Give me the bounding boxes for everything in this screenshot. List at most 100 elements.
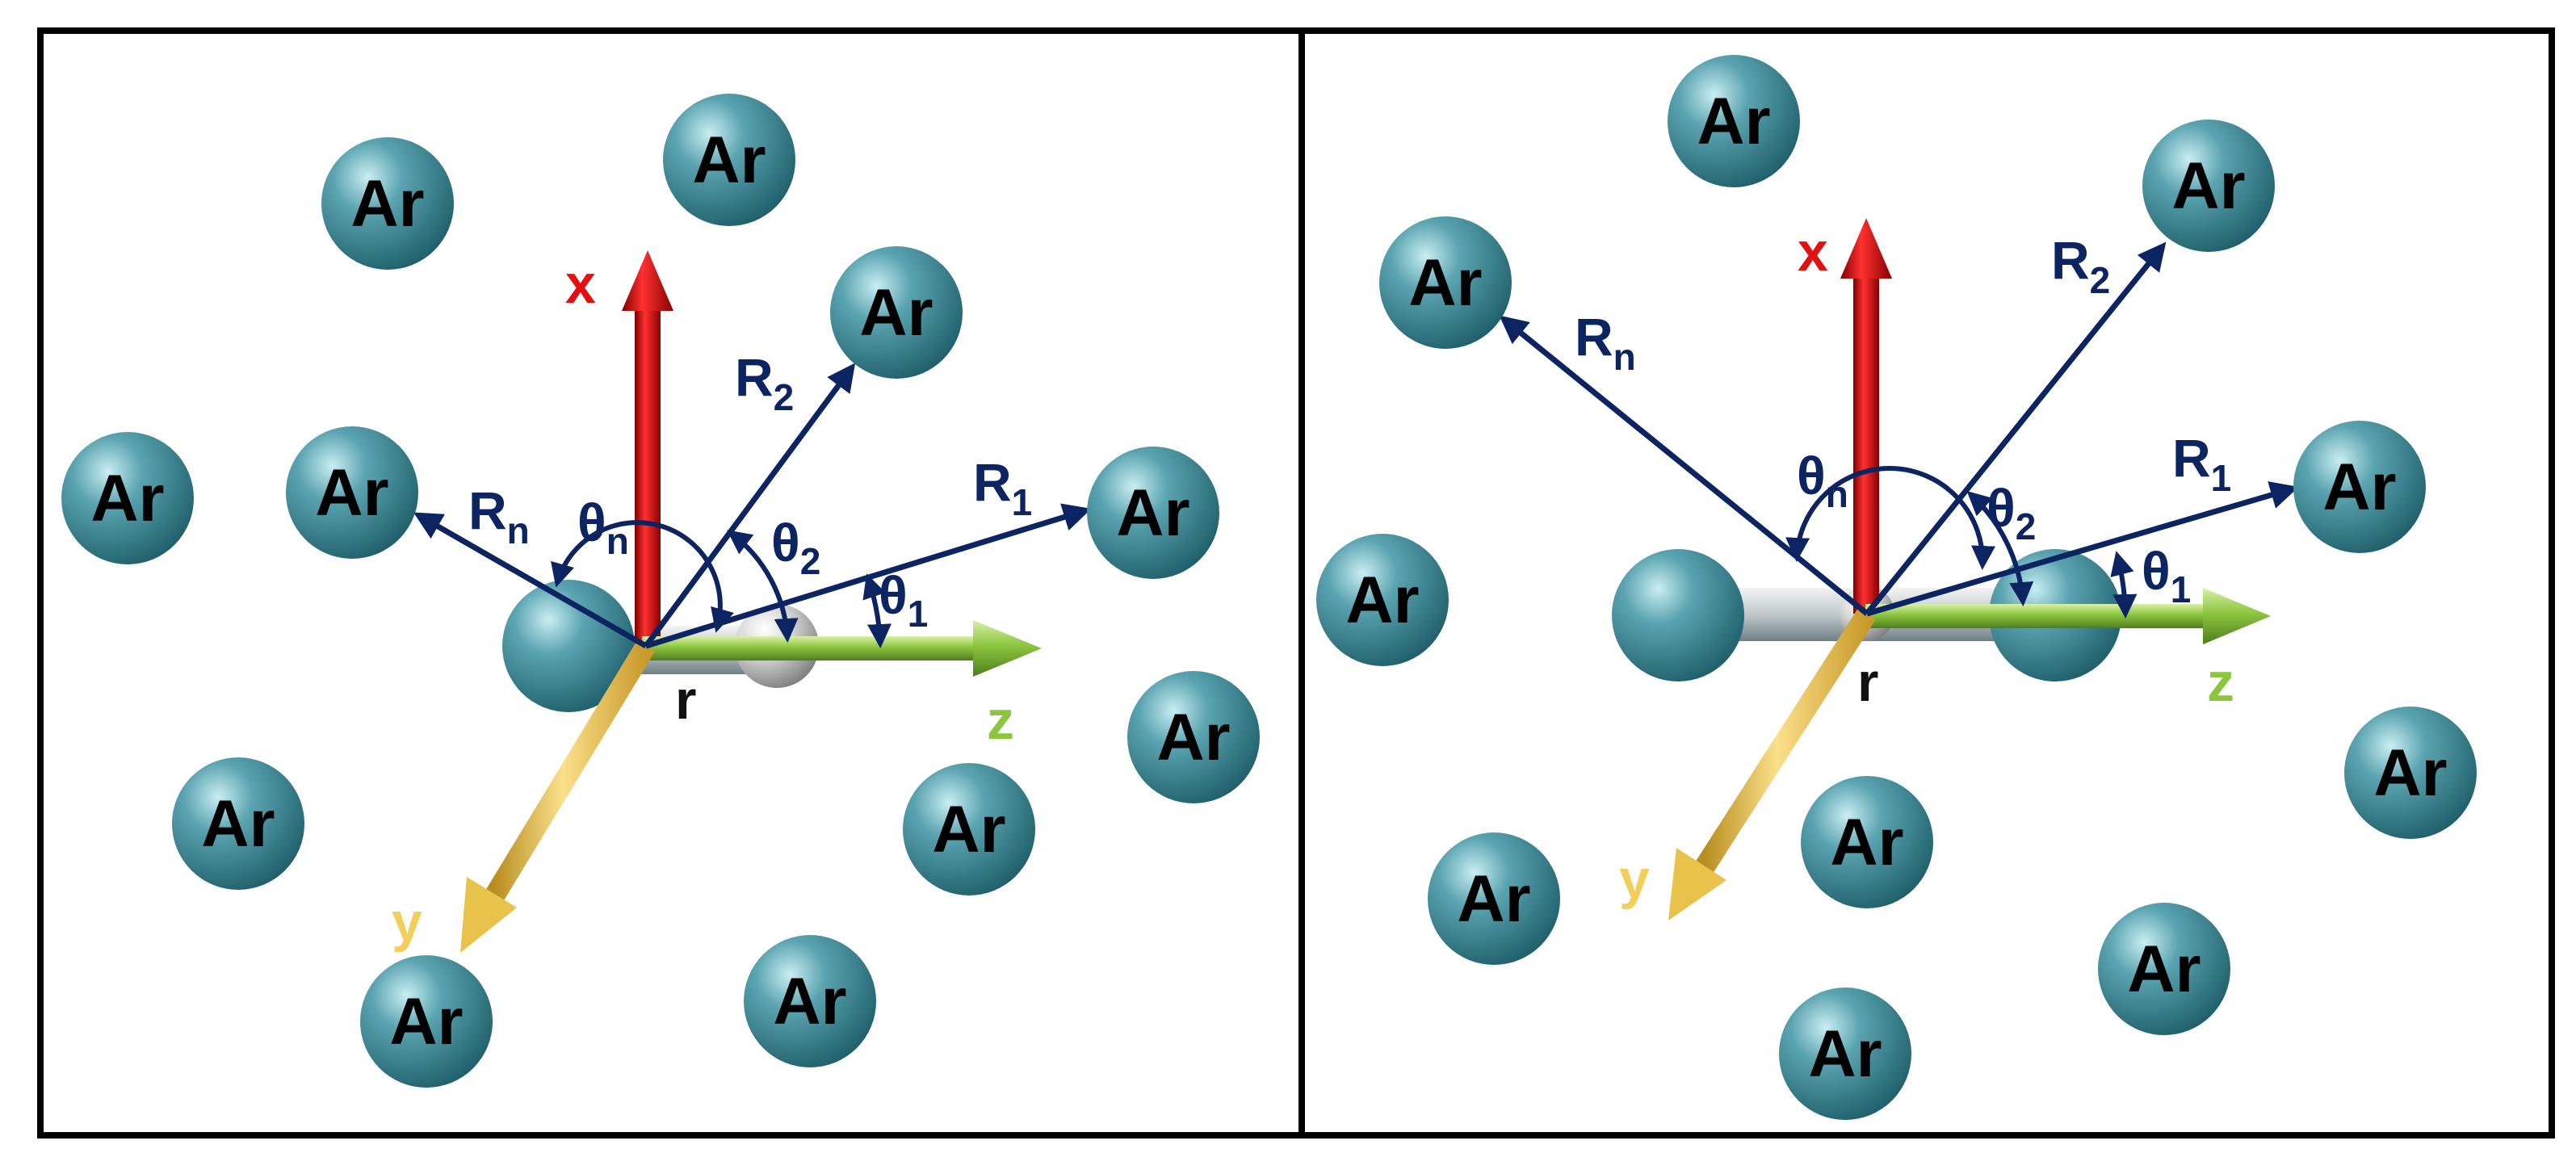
argon-label: Ar [389, 985, 463, 1059]
right-atom-a [1612, 549, 1744, 681]
argon-atom: Ar [360, 955, 493, 1088]
argon-label: Ar [1457, 862, 1530, 936]
left-vector-r1 [644, 503, 1092, 649]
argon-label: Ar [201, 787, 275, 861]
vector-subscript: 2 [2090, 259, 2111, 301]
argon-atom: Ar [663, 94, 795, 226]
left-z-axis [642, 620, 1042, 677]
right-x-axis [1840, 218, 1892, 614]
argon-atom: Ar [61, 432, 194, 564]
argon-label: Ar [1697, 85, 1770, 158]
vector-letter: R [2051, 230, 2090, 290]
left-theta1-label: θ1 [879, 565, 928, 635]
vector-subscript: n [507, 510, 530, 551]
argon-atom: Ar [2293, 421, 2426, 553]
argon-atom: Ar [172, 757, 304, 890]
argon-atom: Ar [903, 763, 1035, 895]
right-arc-theta1 [2110, 551, 2138, 619]
vector-letter: R [735, 347, 774, 407]
argon-atom: Ar [321, 137, 454, 270]
right-z-axis [1865, 588, 2271, 644]
argon-atom: Ar [1379, 216, 1512, 349]
left-r1-label: R1 [973, 452, 1032, 523]
angle-letter: θ [1987, 478, 2016, 538]
argon-label: Ar [932, 793, 1005, 866]
vector-subscript: 1 [2211, 457, 2232, 499]
argon-label: Ar [1156, 701, 1230, 774]
angle-subscript: 1 [2171, 568, 2192, 610]
argon-label: Ar [350, 167, 424, 241]
right-r2-label: R2 [2051, 230, 2110, 301]
vector-letter: R [468, 480, 507, 540]
left-r2-label: R2 [735, 347, 794, 418]
argon-atom: Ar [1801, 776, 1933, 908]
right-y-axis [1668, 607, 1876, 920]
left-arc-theta1 [862, 573, 892, 648]
angle-subscript: 1 [908, 593, 929, 635]
argon-atom: Ar [2344, 707, 2477, 839]
left-vector-r2 [644, 363, 856, 648]
argon-label: Ar [1345, 564, 1419, 637]
left-y-axis [460, 640, 656, 953]
argon-label: Ar [2322, 451, 2396, 524]
angle-letter: θ [2142, 541, 2171, 601]
left-panel: Ar Ar Ar Ar Ar Ar Ar Ar Ar Ar Ar x z y r… [61, 94, 1260, 1088]
argon-atom: Ar [1087, 447, 1219, 579]
left-bond-label: r [675, 669, 696, 731]
argon-label: Ar [859, 276, 933, 350]
left-x-axis-label: x [565, 254, 596, 315]
argon-atom: Ar [1127, 671, 1260, 803]
left-x-axis [622, 250, 673, 646]
vector-subscript: n [1613, 336, 1636, 378]
right-panel: Ar Ar Ar Ar Ar Ar Ar Ar Ar Ar x z y r R1… [1316, 55, 2477, 1120]
argon-label: Ar [692, 124, 766, 197]
argon-atom: Ar [286, 426, 418, 559]
left-theta2-label: θ2 [771, 513, 820, 582]
right-z-axis-label: z [2207, 652, 2234, 713]
right-vector-r1 [1866, 481, 2299, 617]
vector-subscript: 1 [1012, 481, 1033, 523]
vector-letter: R [973, 452, 1012, 512]
angle-subscript: 2 [2016, 505, 2037, 547]
right-theta2-label: θ2 [1987, 478, 2036, 547]
right-thetan-label: θn [1797, 446, 1848, 515]
argon-atom: Ar [1428, 832, 1560, 965]
argon-atom: Ar [2098, 903, 2230, 1035]
angle-letter: θ [1797, 446, 1826, 505]
right-panel-frame [1298, 27, 2555, 1139]
argon-atom: Ar [1779, 988, 1911, 1120]
angle-subscript: n [606, 520, 629, 562]
angle-letter: θ [577, 493, 606, 552]
right-theta1-label: θ1 [2142, 541, 2191, 610]
argon-label: Ar [2373, 736, 2447, 810]
angle-subscript: 2 [800, 540, 821, 582]
argon-label: Ar [90, 462, 164, 535]
vector-subscript: 2 [774, 376, 795, 418]
angle-letter: θ [879, 565, 908, 625]
argon-label: Ar [1830, 806, 1903, 879]
left-arc-theta2 [727, 530, 799, 643]
argon-atom: Ar [1668, 55, 1800, 187]
angle-letter: θ [771, 513, 800, 572]
right-arc-theta2 [1966, 490, 2034, 606]
left-arc-thetan [551, 520, 734, 633]
angle-subscript: n [1826, 473, 1848, 515]
right-y-axis-label: y [1619, 849, 1650, 910]
argon-atom: Ar [1316, 534, 1449, 666]
argon-atom: Ar [2142, 120, 2275, 252]
argon-label: Ar [773, 965, 846, 1038]
argon-label: Ar [2171, 149, 2245, 223]
right-arc-thetan [1785, 465, 1995, 570]
argon-label: Ar [1408, 246, 1482, 320]
argon-atom: Ar [830, 246, 963, 379]
argon-label: Ar [2127, 933, 2201, 1006]
argon-label: Ar [315, 456, 388, 530]
vector-letter: R [1575, 307, 1613, 367]
argon-label: Ar [1808, 1017, 1882, 1091]
argon-label: Ar [1116, 476, 1189, 550]
left-panel-frame [37, 27, 1305, 1139]
left-y-axis-label: y [392, 891, 422, 953]
left-thetan-label: θn [577, 493, 629, 562]
argon-atom: Ar [744, 935, 876, 1067]
